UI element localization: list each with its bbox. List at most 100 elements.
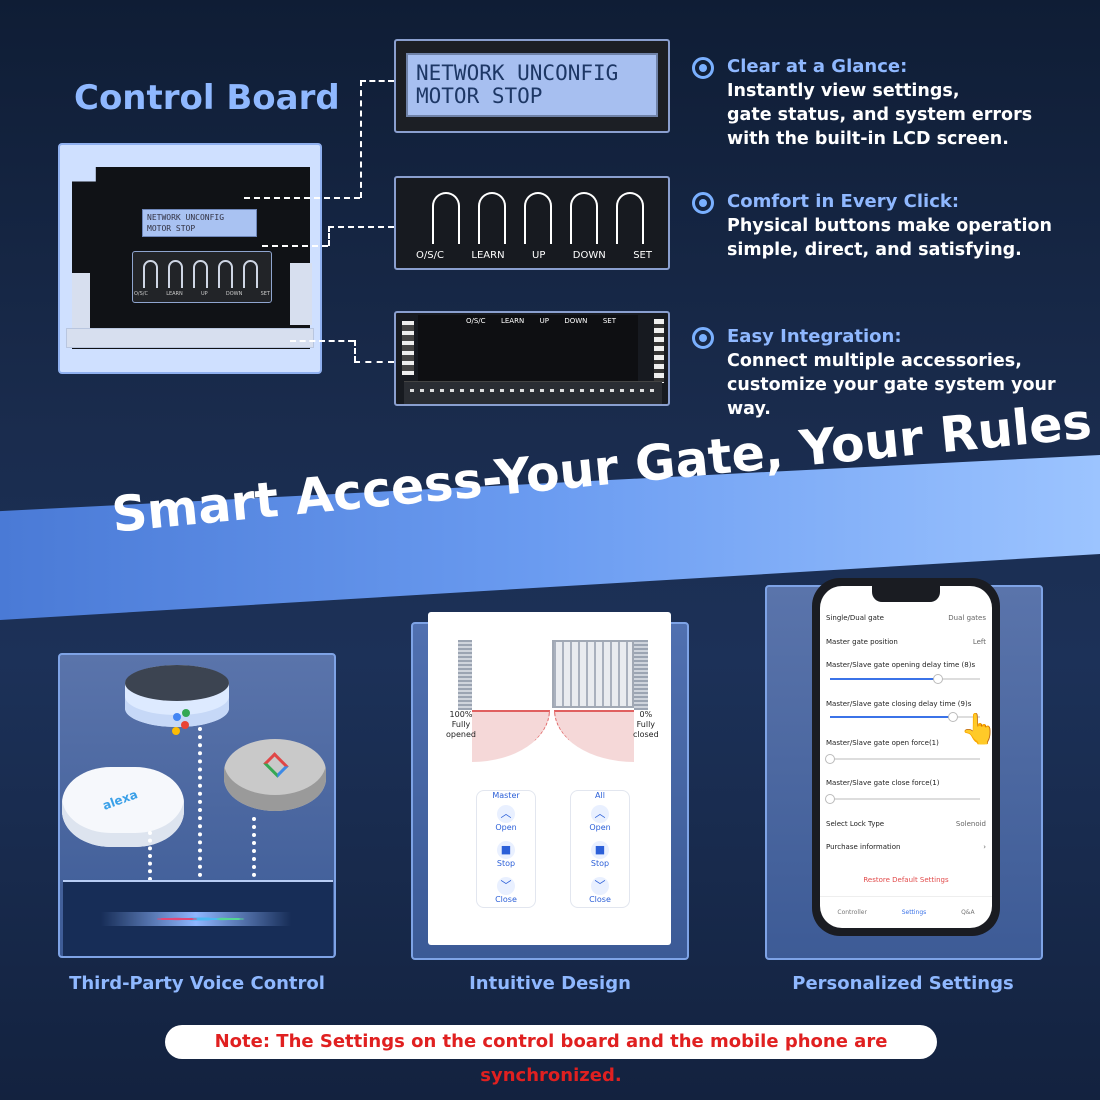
control-board-title: Control Board: [74, 78, 340, 118]
feature-line: customize your gate system your way.: [727, 375, 1056, 419]
signal-dots: [252, 817, 256, 877]
connector-1: [244, 197, 360, 199]
google-dot-red: [181, 721, 189, 729]
sync-note: Note: The Settings on the control board …: [165, 1025, 937, 1086]
master-stop-button[interactable]: ■Stop: [496, 841, 516, 868]
feature-integration: Easy Integration: Connect multiple acces…: [692, 325, 1072, 421]
down-button: [570, 192, 598, 244]
google-home-icon: [263, 752, 289, 778]
slider-thumb[interactable]: [825, 754, 835, 764]
label-osc: O/S/C: [416, 250, 444, 261]
google-dot-green: [182, 709, 190, 717]
right-swing-arc: [554, 710, 634, 762]
mini-left-terminal: [72, 273, 90, 328]
connector-3v: [354, 340, 356, 362]
alexa-logo: alexa: [100, 787, 140, 813]
terminal-strip: [404, 381, 662, 404]
closed-gate: [552, 640, 634, 708]
slider-thumb[interactable]: [825, 794, 835, 804]
restore-defaults-button[interactable]: Restore Default Settings: [863, 876, 949, 884]
feature-line: Connect multiple accessories,: [727, 351, 1022, 371]
tab-settings[interactable]: Settings: [901, 909, 927, 916]
feature-line: Instantly view settings,: [727, 81, 960, 101]
caption-voice: Third-Party Voice Control: [69, 973, 325, 994]
label-up: UP: [532, 250, 546, 261]
stop-icon: ■: [591, 841, 609, 859]
master-close-button[interactable]: ﹀Close: [495, 877, 517, 904]
mini-buttons: [132, 251, 272, 303]
purchase-info-row[interactable]: Purchase information›: [826, 843, 986, 851]
lcd-line1: NETWORK UNCONFIG: [416, 61, 619, 85]
master-control: Master ︿Open ■Stop ﹀Close: [476, 790, 536, 908]
label-learn: LEARN: [471, 250, 505, 261]
feature-line: gate status, and system errors: [727, 105, 1033, 125]
slider-fill: [830, 716, 953, 718]
up-button: [524, 192, 552, 244]
closing-delay-label: Master/Slave gate closing delay time (9)…: [826, 700, 972, 708]
feature-line: Physical buttons make operation: [727, 216, 1052, 236]
right-pins: [654, 319, 664, 383]
connector-3h: [354, 361, 394, 363]
google-dot-blue: [173, 713, 181, 721]
google-home-mini: [224, 739, 326, 811]
open-force-slider[interactable]: [825, 754, 980, 764]
feature-heading: Clear at a Glance:: [727, 56, 908, 77]
voice-wave-icon: [101, 912, 291, 926]
pointing-hand-icon: 👆: [960, 712, 998, 747]
board-top: [418, 315, 638, 381]
opening-delay-label: Master/Slave gate opening delay time (8)…: [826, 661, 976, 669]
mini-lcd: NETWORK UNCONFIG MOTOR STOP: [142, 209, 257, 237]
signal-dots: [198, 727, 202, 877]
right-post: [634, 640, 648, 710]
target-icon: [692, 192, 714, 214]
mini-terminal-strip: [66, 328, 314, 348]
alexa-hub: alexa: [62, 767, 184, 847]
mini-lcd-line1: NETWORK UNCONFIG: [147, 213, 225, 222]
left-swing-arc: [472, 710, 550, 762]
connector-2v: [328, 226, 330, 246]
close-force-slider[interactable]: [825, 794, 980, 804]
tab-qa[interactable]: Q&A: [961, 909, 975, 916]
connector-1v: [360, 80, 362, 198]
master-open-button[interactable]: ︿Open: [495, 805, 517, 832]
opening-delay-slider[interactable]: [830, 674, 980, 684]
chevron-up-icon: ︿: [591, 805, 609, 823]
left-pins: [402, 321, 414, 375]
feature-line: simple, direct, and satisfying.: [727, 240, 1022, 260]
connector-3: [290, 340, 354, 342]
all-stop-button[interactable]: ■Stop: [590, 841, 610, 868]
closing-delay-slider[interactable]: [830, 712, 980, 722]
feature-heading: Comfort in Every Click:: [727, 191, 960, 212]
button-labels: O/S/C LEARN UP DOWN SET: [416, 250, 652, 261]
voice-assistant-bar: [63, 880, 333, 956]
all-close-button[interactable]: ﹀Close: [589, 877, 611, 904]
all-control: All ︿Open ■Stop ﹀Close: [570, 790, 630, 908]
google-dot-yellow: [172, 727, 180, 735]
slider-thumb[interactable]: [948, 712, 958, 722]
learn-button: [478, 192, 506, 244]
osc-button: [432, 192, 460, 244]
connector-2: [262, 245, 328, 247]
slider-fill: [830, 678, 938, 680]
tab-controller[interactable]: Controller: [837, 909, 867, 916]
all-open-button[interactable]: ︿Open: [589, 805, 611, 832]
mini-lcd-line2: MOTOR STOP: [147, 224, 196, 233]
set-button: [616, 192, 644, 244]
buttons-callout: O/S/C LEARN UP DOWN SET: [394, 176, 670, 270]
stop-icon: ■: [497, 841, 515, 859]
voice-control-panel: alexa: [58, 653, 336, 958]
chevron-down-icon: ﹀: [591, 877, 609, 895]
lcd-screen: NETWORK UNCONFIG MOTOR STOP: [406, 53, 658, 117]
signal-dots: [148, 831, 152, 881]
slider-thumb[interactable]: [933, 674, 943, 684]
